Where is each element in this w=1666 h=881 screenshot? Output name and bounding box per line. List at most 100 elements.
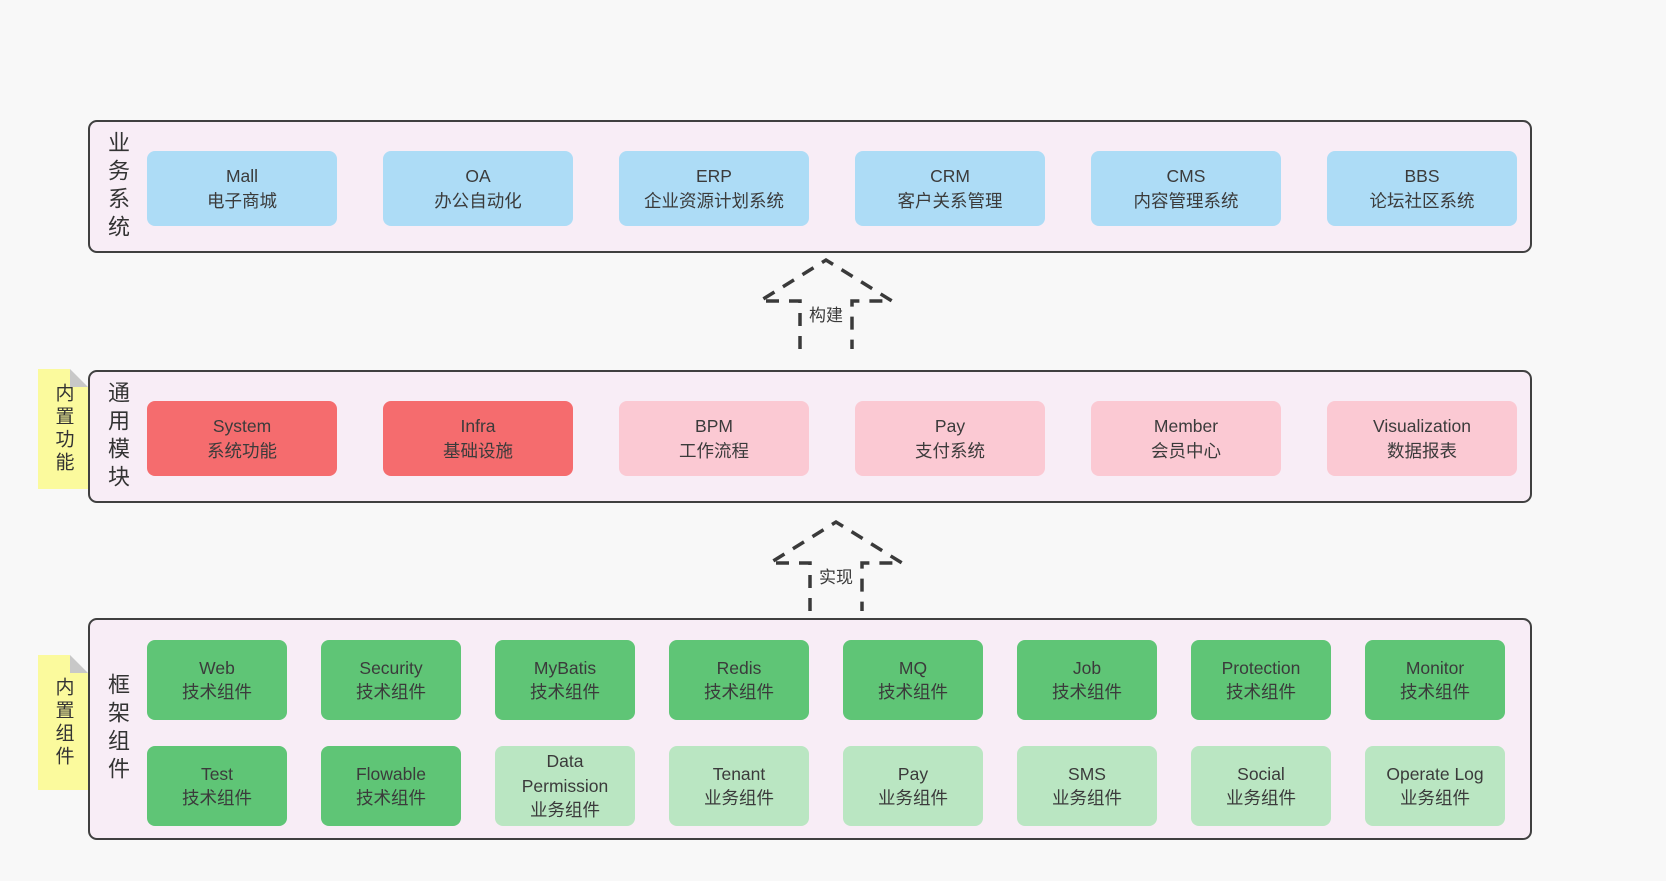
box-crm: CRM 客户关系管理 (855, 151, 1045, 226)
builtin-functions-sticky-note: 内置功能 (38, 369, 88, 489)
box-test: Test 技术组件 (147, 746, 287, 826)
sticky-note-label: 内置组件 (52, 676, 74, 769)
box-title: Protection (1221, 657, 1301, 678)
framework-components-row-1: Web 技术组件 Security 技术组件 MyBatis 技术组件 Redi… (147, 640, 1505, 720)
box-subtitle: 工作流程 (679, 440, 749, 461)
box-subtitle: 技术组件 (182, 682, 252, 702)
dashed-up-arrow-icon (753, 257, 899, 349)
box-monitor: Monitor 技术组件 (1365, 640, 1505, 720)
box-bpm: BPM 工作流程 (619, 401, 809, 476)
box-subtitle: 基础设施 (443, 440, 513, 461)
box-web: Web 技术组件 (147, 640, 287, 720)
box-job: Job 技术组件 (1017, 640, 1157, 720)
box-subtitle: 内容管理系统 (1133, 190, 1239, 211)
box-member: Member 会员中心 (1091, 401, 1281, 476)
box-title: Test (200, 763, 234, 784)
box-subtitle: 业务组件 (1400, 788, 1470, 808)
box-title: MyBatis (533, 657, 597, 678)
box-sms: SMS 业务组件 (1017, 746, 1157, 826)
box-subtitle: 技术组件 (878, 682, 948, 702)
box-title: Operate Log (1386, 763, 1484, 784)
framework-components-row-2: Test 技术组件 Flowable 技术组件 Data Permission … (147, 746, 1505, 826)
box-subtitle: 技术组件 (356, 788, 426, 808)
box-data-permission: Data Permission 业务组件 (495, 746, 635, 826)
box-mall: Mall 电子商城 (147, 151, 337, 226)
business-systems-row: Mall 电子商城 OA 办公自动化 ERP 企业资源计划系统 CRM 客户关系… (147, 151, 1517, 226)
box-title: Redis (716, 657, 762, 678)
box-pay: Pay 支付系统 (855, 401, 1045, 476)
box-title: Infra (460, 416, 496, 436)
box-subtitle: 数据报表 (1387, 440, 1457, 461)
box-title: OA (465, 166, 491, 186)
box-tenant: Tenant 业务组件 (669, 746, 809, 826)
box-protection: Protection 技术组件 (1191, 640, 1331, 720)
box-cms: CMS 内容管理系统 (1091, 151, 1281, 226)
box-title: Pay (934, 416, 966, 436)
box-title: Mall (225, 166, 259, 186)
box-subtitle: 企业资源计划系统 (644, 190, 784, 211)
box-title: Flowable (355, 763, 427, 784)
box-title: CMS (1166, 166, 1206, 186)
band-business-systems: 业务系统 Mall 电子商城 OA 办公自动化 ERP 企业资源计划系统 CRM… (88, 120, 1532, 253)
box-title: System (212, 416, 272, 436)
band-label-framework-components: 框架组件 (105, 673, 130, 785)
box-subtitle: 电子商城 (207, 190, 277, 211)
band-label-business-systems: 业务系统 (105, 130, 130, 243)
box-flowable: Flowable 技术组件 (321, 746, 461, 826)
box-title: Visualization (1373, 416, 1471, 436)
box-subtitle: 业务组件 (1226, 788, 1296, 808)
common-modules-row: System 系统功能 Infra 基础设施 BPM 工作流程 Pay 支付系统… (147, 401, 1517, 476)
box-oa: OA 办公自动化 (383, 151, 573, 226)
box-system: System 系统功能 (147, 401, 337, 476)
box-mybatis: MyBatis 技术组件 (495, 640, 635, 720)
box-subtitle: 业务组件 (704, 788, 774, 808)
box-subtitle: 论坛社区系统 (1369, 190, 1475, 211)
box-title: BPM (695, 416, 733, 436)
sticky-note-label: 内置功能 (52, 383, 74, 475)
box-redis: Redis 技术组件 (669, 640, 809, 720)
box-visualization: Visualization 数据报表 (1327, 401, 1517, 476)
box-mq: MQ 技术组件 (843, 640, 983, 720)
box-title: Pay (897, 763, 929, 784)
box-subtitle: 业务组件 (878, 788, 948, 808)
box-infra: Infra 基础设施 (383, 401, 573, 476)
box-title: Security (359, 657, 423, 678)
band-framework-components: 框架组件 Web 技术组件 Security 技术组件 MyBatis 技术组件… (88, 618, 1532, 840)
box-title: Job (1072, 657, 1102, 678)
builtin-components-sticky-note: 内置组件 (38, 655, 88, 790)
box-subtitle: 业务组件 (1052, 788, 1122, 808)
box-title: ERP (696, 166, 732, 186)
implement-arrow: 实现 (763, 518, 909, 612)
band-common-modules: 通用模块 System 系统功能 Infra 基础设施 BPM 工作流程 Pay… (88, 370, 1532, 503)
box-subtitle: 技术组件 (182, 788, 252, 808)
box-subtitle: 技术组件 (1226, 682, 1296, 702)
implement-arrow-label: 实现 (815, 562, 857, 589)
build-arrow: 构建 (753, 256, 899, 350)
box-operate-log: Operate Log 业务组件 (1365, 746, 1505, 826)
box-subtitle: 技术组件 (530, 682, 600, 702)
box-subtitle: 支付系统 (915, 440, 985, 461)
box-title: CRM (930, 166, 970, 186)
box-title: Member (1153, 416, 1219, 436)
box-title: MQ (898, 657, 928, 678)
box-title: Social (1237, 763, 1285, 784)
box-subtitle: 会员中心 (1151, 440, 1221, 461)
box-title: Monitor (1405, 657, 1465, 678)
build-arrow-label: 构建 (805, 300, 847, 327)
box-title: Web (199, 657, 235, 678)
box-subtitle: 客户关系管理 (897, 190, 1003, 211)
dashed-up-arrow-icon (763, 519, 909, 611)
band-label-common-modules: 通用模块 (105, 380, 130, 493)
box-erp: ERP 企业资源计划系统 (619, 151, 809, 226)
box-subtitle: 技术组件 (1400, 682, 1470, 702)
box-social: Social 业务组件 (1191, 746, 1331, 826)
box-title: Data Permission (521, 751, 609, 796)
box-subtitle: 办公自动化 (434, 190, 522, 211)
box-bbs: BBS 论坛社区系统 (1327, 151, 1517, 226)
box-subtitle: 技术组件 (704, 682, 774, 702)
box-subtitle: 技术组件 (1052, 682, 1122, 702)
box-subtitle: 业务组件 (530, 800, 600, 821)
box-pay-component: Pay 业务组件 (843, 746, 983, 826)
box-title: BBS (1404, 166, 1440, 186)
box-subtitle: 技术组件 (356, 682, 426, 702)
